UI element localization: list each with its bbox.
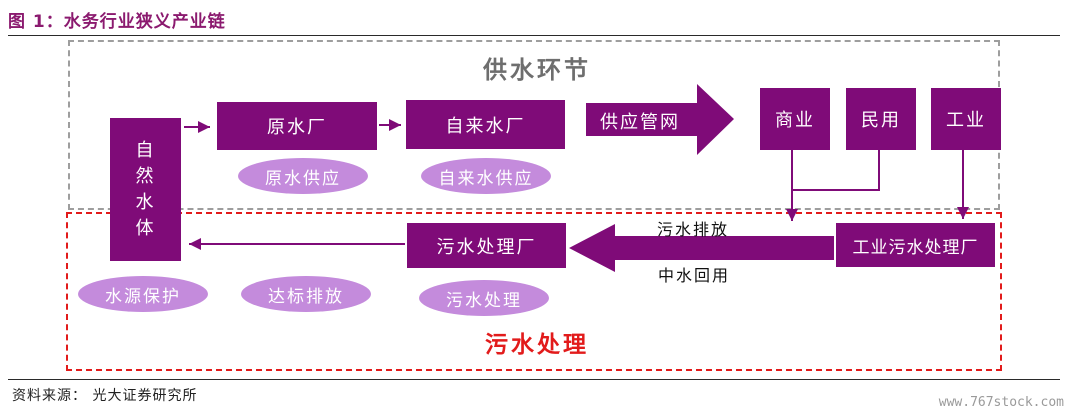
- reuse-label: 中水回用: [658, 266, 731, 285]
- pipe-network-label: 供应管网: [600, 112, 680, 133]
- sewage-section-frame: [66, 212, 1002, 371]
- line-consumers-to-discharge: [791, 150, 880, 191]
- bottom-rule: [8, 379, 1060, 380]
- nature-char: 体: [135, 217, 156, 239]
- discharge-label: 污水排放: [657, 220, 730, 239]
- nature-char: 然: [135, 165, 156, 187]
- industrial-box: 工业: [931, 88, 1001, 150]
- standard-discharge-oval: 达标排放: [241, 276, 371, 312]
- nature-char: 自: [135, 139, 156, 161]
- industrial-sewage-plant-box: 工业污水处理厂: [836, 223, 995, 267]
- tap-supply-oval: 自来水供应: [421, 158, 551, 194]
- reuse-return-arrow: [569, 224, 834, 272]
- supply-section-label: 供水环节: [483, 56, 591, 84]
- sewage-treatment-oval: 污水处理: [419, 280, 549, 316]
- natural-water-box: 自 然 水 体: [110, 118, 181, 261]
- residential-box: 民用: [846, 88, 916, 150]
- sewage-section-label: 污水处理: [485, 332, 589, 358]
- figure-title: 图 1：水务行业狭义产业链: [8, 12, 226, 32]
- watermark: www.767stock.com: [938, 395, 1064, 410]
- source-protection-oval: 水源保护: [78, 276, 208, 312]
- raw-water-plant-box: 原水厂: [217, 102, 377, 150]
- pipe-network-arrow: [586, 84, 734, 155]
- sewage-plant-box: 污水处理厂: [407, 223, 566, 268]
- tap-water-plant-box: 自来水厂: [406, 100, 565, 149]
- top-rule: [8, 35, 1060, 36]
- raw-supply-oval: 原水供应: [238, 158, 368, 194]
- commercial-box: 商业: [760, 88, 830, 150]
- nature-char: 水: [135, 191, 156, 213]
- source-note: 资料来源： 光大证券研究所: [12, 388, 198, 404]
